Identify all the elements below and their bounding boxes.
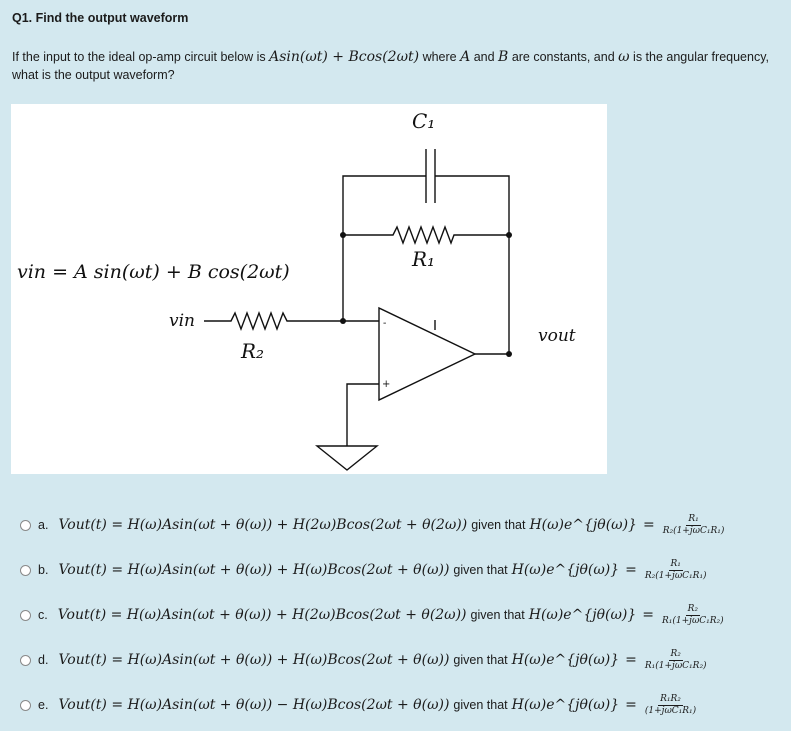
prompt-text: where (419, 50, 461, 64)
answer-option-e[interactable]: e. Vout(t) = H(ω)Asin(ωt + θ(ω)) − H(ω)Bc… (20, 692, 698, 718)
option-given-text: given that (471, 518, 526, 532)
node-left-top (340, 232, 346, 238)
option-letter: c. (38, 608, 48, 622)
radio-button[interactable] (20, 564, 31, 576)
answer-option-d[interactable]: d. Vout(t) = H(ω)Asin(ωt + θ(ω)) + H(ω)Bc… (20, 647, 709, 673)
option-given-text: given that (453, 698, 508, 712)
fraction-numerator: R₂ (668, 648, 683, 661)
option-given-text: given that (453, 653, 508, 667)
fraction-denominator: (1+jωC₁R₁) (644, 705, 697, 716)
fraction-numerator: R₁ (668, 558, 683, 571)
option-letter: e. (38, 698, 49, 712)
option-equals: = (625, 562, 637, 578)
option-expression: Vout(t) = H(ω)Asin(ωt + θ(ω)) + H(ω)Bcos… (58, 562, 450, 578)
r1-resistor (343, 225, 509, 245)
radio-button[interactable] (20, 519, 31, 531)
answer-option-a[interactable]: a. Vout(t) = H(ω)Asin(ωt + θ(ω)) + H(2ω)B… (20, 512, 726, 538)
node-output (506, 351, 512, 357)
option-equals: = (642, 607, 654, 623)
option-fraction: R₁R₂(1+jωC₁R₁) (643, 694, 698, 717)
r2-resistor (204, 311, 343, 331)
option-expression: Vout(t) = H(ω)Asin(ωt + θ(ω)) − H(ω)Bcos… (58, 697, 450, 713)
prompt-text: are constants, and (508, 50, 619, 64)
option-given-text: given that (470, 608, 525, 622)
option-expression: Vout(t) = H(ω)Asin(ωt + θ(ω)) + H(ω)Bcos… (58, 652, 450, 668)
r1-label: R₁ (411, 247, 435, 271)
answer-option-c[interactable]: c. Vout(t) = H(ω)Asin(ωt + θ(ω)) + H(2ω)B… (20, 602, 726, 628)
radio-button[interactable] (20, 699, 31, 711)
node-inverting (340, 318, 346, 324)
prompt-text: and (470, 50, 499, 64)
prompt-text: If the input to the ideal op-amp circuit… (12, 50, 270, 64)
fraction-numerator: R₁R₂ (658, 693, 683, 706)
fraction-denominator: R₂(1+jωC₁R₁) (644, 570, 707, 581)
capacitor-wire-right (435, 175, 510, 235)
minus-label: - (383, 318, 386, 329)
fraction-denominator: R₂(1+jωC₁R₁) (662, 525, 725, 536)
radio-button[interactable] (20, 609, 31, 621)
capacitor-wire-left (342, 175, 426, 235)
question-prompt: If the input to the ideal op-amp circuit… (12, 48, 782, 84)
radio-button[interactable] (20, 654, 31, 666)
node-right-top (506, 232, 512, 238)
option-transfer-function: H(ω)e^{jθ(ω)} (529, 517, 637, 533)
prompt-symbol-omega: ω (618, 49, 630, 65)
option-given-text: given that (453, 563, 508, 577)
op-amp (378, 306, 477, 402)
option-letter: d. (38, 653, 49, 667)
answer-option-b[interactable]: b. Vout(t) = H(ω)Asin(ωt + θ(ω)) + H(ω)Bc… (20, 557, 709, 583)
circuit-diagram: C₁ R₁ R₂ vin = A sin(ωt) + B cos(2ωt) vi… (11, 104, 607, 474)
option-equals: = (642, 517, 655, 533)
option-transfer-function: H(ω)e^{jθ(ω)} (511, 652, 620, 668)
fraction-denominator: R₁(1+jωC₁R₂) (661, 615, 724, 626)
fraction-numerator: R₁ (686, 513, 701, 526)
c1-label: C₁ (412, 109, 435, 133)
option-letter: b. (38, 563, 49, 577)
prompt-symbol-a: A (460, 49, 471, 65)
prompt-text: is the angular frequency, (629, 50, 769, 64)
option-expression: Vout(t) = H(ω)Asin(ωt + θ(ω)) + H(2ω)Bco… (58, 517, 468, 533)
option-transfer-function: H(ω)e^{jθ(ω)} (528, 607, 637, 623)
option-transfer-function: H(ω)e^{jθ(ω)} (511, 697, 620, 713)
plus-label: + (382, 379, 390, 390)
option-expression: Vout(t) = H(ω)Asin(ωt + θ(ω)) + H(2ω)Bco… (57, 607, 467, 623)
fraction-numerator: R₂ (685, 603, 701, 616)
vin-label: vin (169, 311, 195, 331)
fraction-denominator: R₁(1+jωC₁R₂) (644, 660, 707, 671)
ground-wire (346, 383, 379, 446)
prompt-symbol-b: B (498, 49, 509, 65)
prompt-input-expression: Asin(ωt) + Bcos(2ωt) (269, 49, 420, 65)
prompt-text: what is the output waveform? (12, 68, 175, 82)
option-transfer-function: H(ω)e^{jθ(ω)} (511, 562, 620, 578)
option-equals: = (625, 652, 637, 668)
vout-label: vout (538, 326, 576, 346)
r2-label: R₂ (240, 339, 264, 363)
question-title: Q1. Find the output waveform (12, 11, 189, 25)
option-equals: = (625, 697, 637, 713)
vin-equation-label: vin = A sin(ωt) + B cos(2ωt) (17, 261, 290, 283)
option-letter: a. (38, 518, 49, 532)
ground-symbol (315, 445, 379, 471)
